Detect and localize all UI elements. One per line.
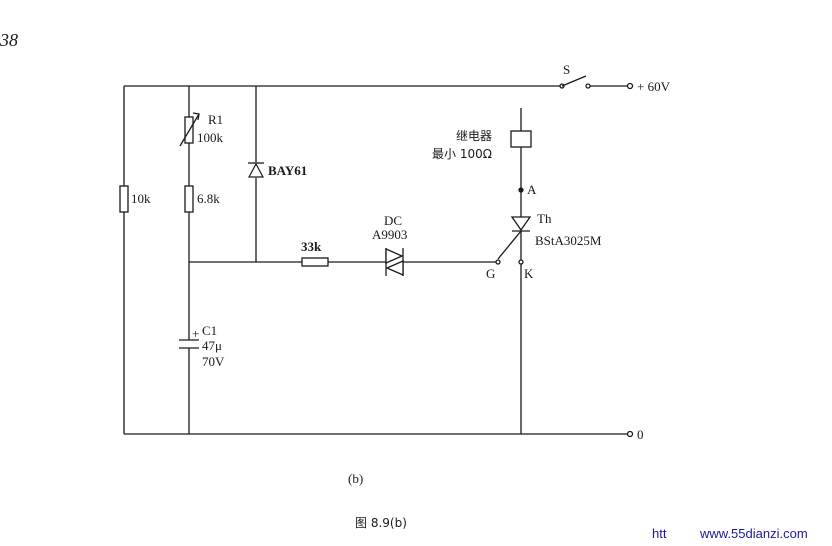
cathode-label: K: [524, 266, 534, 281]
c1-value: 47μ: [202, 338, 222, 353]
gate-terminal: [495, 259, 501, 265]
supply-terminals: + 60V 0: [626, 79, 671, 442]
r1-value: 100k: [197, 130, 224, 145]
wiring: [123, 85, 628, 435]
diac-line1: DC: [384, 213, 402, 228]
positive-terminal: [626, 82, 634, 90]
watermark: htt www.55dianzi.com: [652, 526, 808, 541]
c1-name: C1: [202, 323, 217, 338]
r1-name: R1: [208, 112, 223, 127]
resistor-6k8: 6.8k: [184, 185, 220, 213]
watermark-left: htt: [652, 526, 667, 541]
c1-plus: +: [192, 326, 199, 341]
switch-label: S: [563, 62, 570, 77]
ground-terminal: [626, 430, 634, 438]
diac-line2: A9903: [372, 227, 407, 242]
resistor-33k: 33k: [301, 239, 329, 267]
gate-label: G: [486, 266, 495, 281]
positive-supply-label: + 60V: [637, 79, 671, 94]
r3-value: 10k: [131, 191, 151, 206]
relay-coil: 继电器 最小 100Ω: [432, 129, 532, 161]
switch-s: S: [559, 62, 591, 89]
diode-label: BAY61: [268, 163, 307, 178]
resistor-r1: R1 100k: [179, 112, 224, 147]
resistor-10k: 10k: [119, 185, 151, 213]
page-number-fragment: 38: [0, 30, 18, 50]
ground-label: 0: [637, 427, 644, 442]
diode-bay61: BAY61: [247, 162, 307, 178]
diac: DC A9903: [372, 213, 407, 276]
c1-voltage: 70V: [202, 354, 225, 369]
anode-label: A: [527, 182, 537, 197]
relay-line2: 最小 100Ω: [432, 147, 492, 161]
figure-caption: 图 8.9(b): [355, 516, 407, 530]
cathode-terminal: [518, 259, 524, 265]
thyristor: A G K Th BStA3025M: [486, 182, 602, 281]
watermark-right: www.55dianzi.com: [699, 526, 808, 541]
anode-node: [518, 187, 524, 193]
thyristor-part: BStA3025M: [535, 233, 602, 248]
r2-value: 6.8k: [197, 191, 220, 206]
capacitor-c1: + C1 47μ 70V: [179, 323, 225, 369]
sub-figure-label: (b): [348, 471, 363, 486]
r4-value: 33k: [301, 239, 322, 254]
thyristor-name: Th: [537, 211, 552, 226]
relay-line1: 继电器: [456, 129, 492, 143]
